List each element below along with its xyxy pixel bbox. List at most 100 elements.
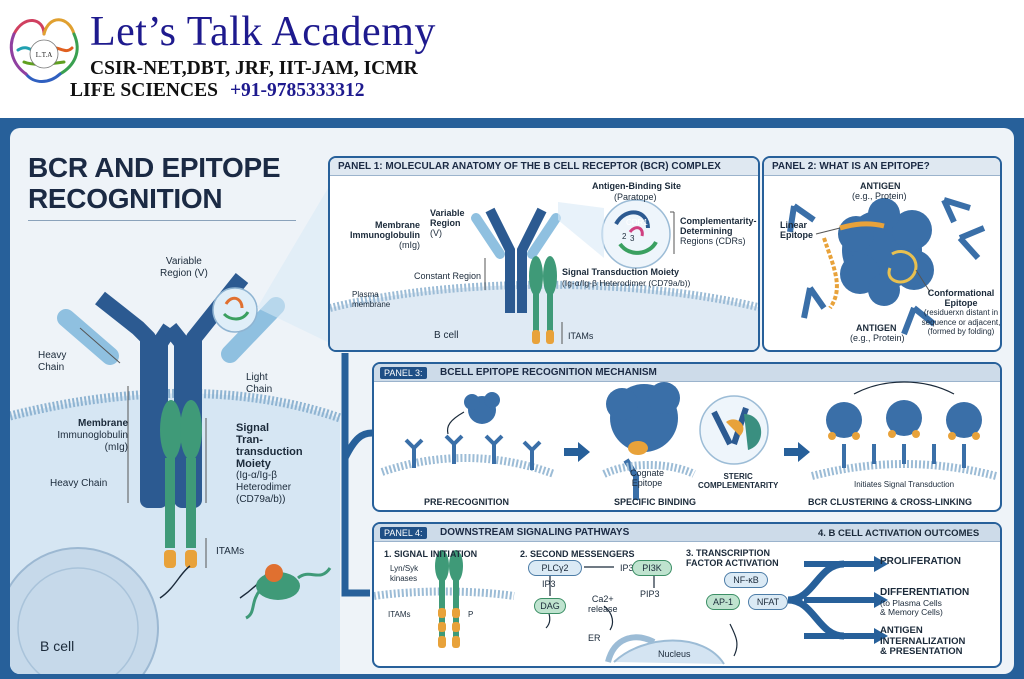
title-line-1: BCR AND EPITOPE	[28, 152, 281, 183]
header: L.T.A Let’s Talk Academy CSIR-NET,DBT, J…	[0, 0, 1024, 118]
panel-4-diagram	[374, 550, 888, 665]
p3-stage-clustering: BCR CLUSTERING & CROSS-LINKING	[808, 497, 972, 507]
p2-conf-1: Conformational	[927, 288, 995, 298]
p4-pip3: PIP3	[640, 589, 660, 599]
p2-conf-3: (residuerxn distant in	[923, 308, 999, 317]
p4-step2: 2. SECOND MESSENGERS	[520, 549, 635, 559]
panel-4-tag: PANEL 4:	[380, 527, 427, 539]
p4-dag: DAG	[534, 598, 566, 614]
mig-2: Immunoglobulin	[57, 430, 128, 441]
p3-stage-specific-binding: SPECIFIC BINDING	[614, 497, 697, 507]
p2-antigen-top: ANTIGEN	[860, 181, 901, 191]
p1-var-3: (V)	[430, 228, 442, 238]
sig-4: Moiety	[236, 458, 271, 470]
p4-diff-1: DIFFERENTIATION	[880, 587, 970, 598]
p1-mig-1: Membrane	[374, 220, 420, 230]
p3-steric-1: STERIC	[723, 472, 753, 481]
p1-paratope: (Paratope)	[614, 192, 657, 202]
p4-lyn-2: kinases	[390, 573, 418, 583]
p4-diff-2: (to Plasma Cells	[880, 597, 942, 608]
p4-ca-1: Ca2+	[591, 594, 614, 604]
p1-bcell: B cell	[434, 330, 459, 341]
label-heavy-chain-top: Heavy Chain	[38, 350, 66, 374]
p3-initiates: Initiates Signal Transduction	[854, 480, 955, 489]
p4-lyn-syk: Lyn/Syk kinases	[390, 564, 418, 583]
p4-ai-3: & PRESENTATION	[880, 646, 963, 657]
p2-antigen-bottom: ANTIGEN	[856, 323, 897, 333]
p4-differentiation: DIFFERENTIATION (to Plasma Cells & Memor…	[880, 587, 970, 618]
p2-conf-5: (formed by folding)	[927, 327, 995, 336]
sig-7: (CD79a/b))	[236, 494, 286, 505]
p1-cdr-label: Complementarity- Determining Regions (CD…	[680, 216, 757, 246]
p1-plasma-2: membrane	[352, 299, 391, 309]
p1-mig-2: Immunoglobulin	[350, 230, 420, 240]
sig-1: Signal	[236, 422, 270, 434]
sig-6: Heterodimer	[236, 482, 292, 493]
panel-2-diagram	[787, 197, 986, 336]
p3-cognate: Cognate Epitope	[630, 468, 664, 488]
heavy-top-2: Chain	[38, 362, 65, 373]
p4-step3: 3. TRANSCRIPTION FACTOR ACTIVATION	[686, 548, 779, 568]
p4-step3-1: 3. TRANSCRIPTION	[686, 548, 771, 558]
p1-cdr-2: Determining	[680, 226, 733, 236]
p2-linear-2: Epitope	[780, 230, 813, 240]
sig-2: Tran-	[236, 434, 263, 446]
poster: BCR AND EPITOPE RECOGNITION	[0, 118, 1024, 679]
panel-1-header: PANEL 1: MOLECULAR ANATOMY OF THE B CELL…	[330, 158, 758, 176]
p4-ap1: AP-1	[706, 594, 740, 610]
panel-1-diagram	[330, 199, 758, 350]
p1-signal-sub: (Ig-α/Ig-β Heterodimer (CD79a/b))	[562, 278, 691, 288]
p1-variable: Variable Region (V)	[430, 208, 465, 238]
p3-steric-2: COMPLEMENTARITY	[698, 481, 779, 490]
p4-proliferation: PROLIFERATION	[880, 556, 961, 567]
sig-3: transduction	[236, 446, 303, 458]
p4-outcomes-header: 4. B CELL ACTIVATION OUTCOMES	[818, 528, 980, 539]
subject: LIFE SCIENCES	[70, 80, 218, 101]
p4-nfat: NFAT	[748, 594, 788, 610]
heavy-top-1: Heavy	[38, 350, 67, 361]
p1-cdr2: 2	[622, 232, 627, 241]
p4-antigen-internalization: ANTIGEN INTERNALIZATION & PRESENTATION	[880, 625, 965, 658]
p2-conf-2: Epitope	[944, 298, 978, 308]
p4-calcium: Ca2+ release	[588, 594, 618, 614]
p2-linear-epitope: Linear Epitope	[780, 220, 813, 240]
sig-5: (Ig-α/Ig-β	[236, 470, 277, 481]
p4-er: ER	[588, 633, 601, 643]
main-bcr-illustration	[10, 168, 373, 674]
p4-nfkb: NF-κB	[724, 572, 768, 588]
subject-line: LIFE SCIENCES+91-9785333312	[70, 80, 365, 102]
p4-pi3k: PI3K	[632, 560, 672, 576]
p3-steric: STERIC COMPLEMENTARITY	[698, 472, 778, 490]
p1-cdr-1: Complementarity-	[680, 216, 757, 226]
p4-plcg2: PLCγ2	[528, 560, 582, 576]
panel-3-header: BCELL EPITOPE RECOGNITION MECHANISM	[374, 364, 1000, 382]
label-heavy-chain-bottom: Heavy Chain	[50, 478, 108, 489]
p4-ai-1: ANTIGEN	[880, 625, 923, 636]
p4-lyn-1: Lyn/Syk	[390, 564, 419, 573]
panel-2-header: PANEL 2: WHAT IS AN EPITOPE?	[764, 158, 1000, 176]
light-1: Light	[246, 372, 268, 383]
p4-ip3-a: IP3	[542, 579, 556, 589]
p1-signal: Signal Transduction Moiety	[562, 267, 680, 277]
p4-step3-2: FACTOR ACTIVATION	[686, 558, 779, 568]
panel-3-tag: PANEL 3:	[380, 367, 427, 379]
p1-itams: ITAMs	[568, 331, 594, 341]
label-membrane-ig: Membrane Immunoglobulin (mIg)	[42, 418, 128, 454]
p1-cdr1: CDR1	[626, 218, 648, 227]
p1-mig-3: (mIg)	[399, 240, 420, 250]
title-divider	[28, 220, 296, 221]
mig-3: (mIg)	[104, 442, 128, 453]
brand-name: Let’s Talk Academy	[90, 9, 436, 55]
p4-diff-3: & Memory Cells)	[880, 607, 943, 617]
variable-line-1: Variable	[165, 256, 202, 267]
mig-1: Membrane	[77, 418, 128, 429]
p4-ca-2: release	[588, 604, 618, 614]
p1-plasma-membrane: Plasma membrane	[352, 290, 390, 309]
p2-linear-1: Linear	[780, 220, 808, 230]
panel-1-bcr-anatomy: PANEL 1: MOLECULAR ANATOMY OF THE B CELL…	[328, 156, 760, 352]
exam-list: CSIR-NET,DBT, JRF, IIT-JAM, ICMR	[90, 58, 418, 79]
p3-stage-pre-recognition: PRE-RECOGNITION	[424, 497, 510, 507]
panel-3-recognition: BCELL EPITOPE RECOGNITION MECHANISM PANE…	[372, 362, 1002, 512]
variable-line-2: Region (V)	[160, 268, 208, 279]
p1-cdr-3: Regions (CDRs)	[680, 236, 746, 246]
